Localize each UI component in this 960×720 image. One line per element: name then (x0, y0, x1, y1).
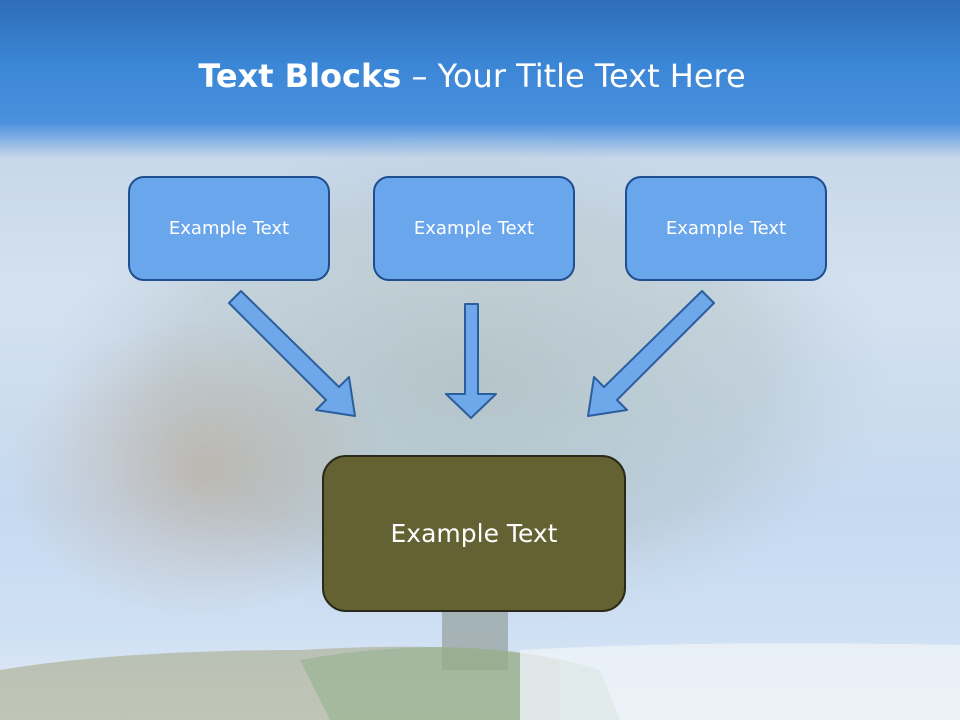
text-block-center[interactable]: Example Text (373, 176, 575, 281)
title-separator: – (401, 57, 438, 95)
arrow-center-icon (445, 303, 497, 419)
text-block-center-label: Example Text (413, 218, 535, 239)
slide-title: Text Blocks – Your Title Text Here (0, 54, 944, 98)
center-text-block-label: Example Text (390, 519, 558, 548)
text-block-right[interactable]: Example Text (625, 176, 827, 281)
title-bold: Text Blocks (198, 57, 402, 95)
arrow-right-icon (587, 290, 715, 417)
text-block-right-label: Example Text (665, 218, 787, 239)
title-rest: Your Title Text Here (437, 57, 746, 95)
arrow-left-icon (228, 290, 356, 417)
text-block-left-label: Example Text (168, 218, 290, 239)
center-text-block[interactable]: Example Text (322, 455, 626, 612)
text-block-left[interactable]: Example Text (128, 176, 330, 281)
